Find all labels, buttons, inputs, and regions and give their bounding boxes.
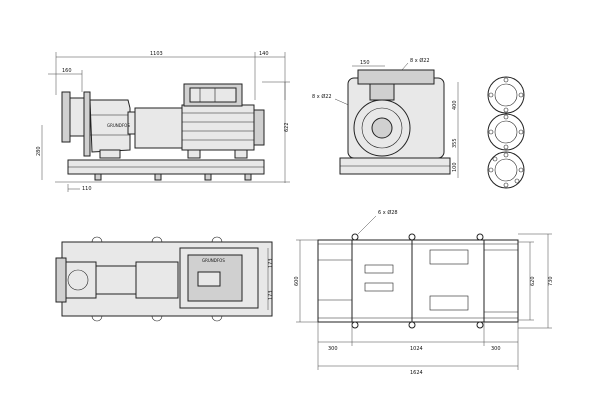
- flange-detail-1: [487, 76, 525, 114]
- dim-side-base-offset: 110: [82, 186, 92, 192]
- flange-details: [487, 76, 525, 189]
- dim-front-top: 150: [360, 60, 370, 66]
- flange-detail-3: [487, 151, 525, 189]
- front-view: 150 8 x Ø22 8 x Ø22 400 355 100: [312, 57, 459, 178]
- dim-base-height-left: 600: [294, 276, 300, 286]
- dim-base-right: 300: [491, 346, 501, 352]
- dim-side-shaft: 280: [36, 146, 42, 156]
- dim-base-left: 300: [328, 346, 338, 352]
- dim-front-base: 100: [452, 162, 458, 172]
- side-view: 1103 140 160 622 280 110: [36, 51, 290, 192]
- side-view-logo: GRUNDFOS: [107, 123, 130, 128]
- bolt-spec-inlet: 8 x Ø22: [312, 93, 332, 100]
- bolt-spec-outlet: 8 x Ø22: [410, 57, 430, 64]
- dim-front-upper: 400: [452, 100, 458, 110]
- dim-base-total: 1624: [410, 370, 423, 376]
- top-view: GRUNDFOS 173 173: [55, 236, 274, 322]
- dim-side-height: 622: [284, 122, 290, 132]
- base-bolt-spec: 6 x Ø28: [378, 209, 398, 216]
- dim-side-length: 1103: [150, 51, 163, 57]
- dim-base-height-outer: 730: [548, 276, 554, 286]
- top-view-logo: GRUNDFOS: [202, 258, 225, 263]
- dim-base-span: 1024: [410, 346, 423, 352]
- dim-side-right-offset: 140: [259, 51, 269, 57]
- base-plan: 6 x Ø28 300 1024 300 1624: [294, 209, 554, 376]
- dim-front-mid: 355: [452, 138, 458, 148]
- dim-side-flange: 160: [62, 68, 72, 74]
- flange-detail-2: [487, 113, 525, 151]
- dim-top-half-b: 173: [268, 290, 274, 300]
- dim-base-height-inner: 620: [530, 276, 536, 286]
- dim-top-half-a: 173: [268, 258, 274, 268]
